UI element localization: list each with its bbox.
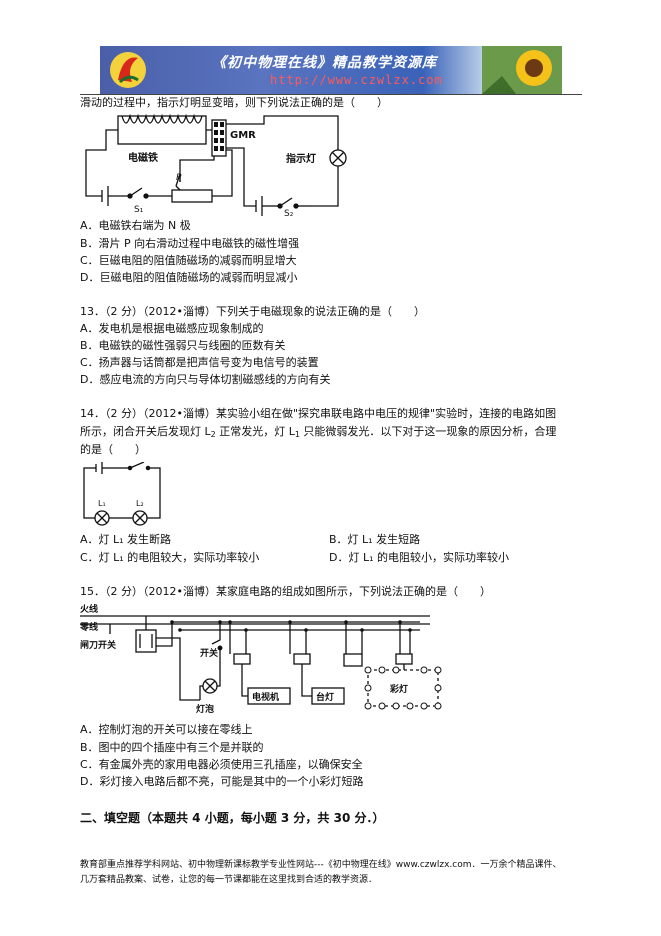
switch-label: 开关 — [200, 647, 218, 659]
gmr-label: GMR — [230, 130, 256, 141]
q15-option-c: C．有金属外壳的家用电器必须使用三孔插座，以确保安全 — [80, 758, 363, 771]
knife-switch-label: 闸刀开关 — [80, 639, 116, 651]
q12-circuit-diagram: GMR 电磁铁 指示灯 P S₁ S₂ — [85, 113, 347, 216]
q12-option-a: A．电磁铁右端为 N 极 — [80, 219, 191, 232]
q12-option-c: C．巨磁电阻的阻值随磁场的减弱而明显增大 — [80, 254, 297, 267]
site-banner: 《初中物理在线》精品教学资源库 http://www.czwlzx.com — [100, 46, 562, 94]
footer-line-1: 教育部重点推荐学科网站、初中物理新课标教学专业性网站---《初中物理在线》www… — [80, 860, 562, 870]
q14-option-a: A．灯 L₁ 发生断路 — [80, 533, 172, 546]
q14-option-c: C．灯 L₁ 的电阻较大，实际功率较小 — [80, 551, 260, 564]
site-logo-icon — [110, 52, 146, 88]
q15-option-a: A．控制灯泡的开关可以接在零线上 — [80, 723, 253, 736]
q14-stem-line1: 14．（2 分）（2012•淄博）某实验小组在做"探究串联电路中电压的规律"实验… — [80, 407, 557, 420]
q15-household-circuit-diagram: 火线 零线 闸刀开关 — [80, 603, 442, 715]
q14-option-d: D．灯 L₁ 的电阻较小，实际功率较小 — [329, 551, 510, 564]
header-rule — [80, 94, 582, 95]
site-url[interactable]: http://www.czwlzx.com — [270, 73, 443, 87]
neutral-wire-label: 零线 — [80, 621, 98, 633]
bulb-label: 灯泡 — [196, 703, 214, 715]
q14-option-b: B．灯 L₁ 发生短路 — [329, 533, 421, 546]
q15-option-d: D．彩灯接入电路后都不亮，可能是其中的一个小彩灯短路 — [80, 775, 364, 788]
q15-stem: 15．（2 分）（2012•淄博）某家庭电路的组成如图所示，下列说法正确的是（ … — [80, 585, 491, 598]
lamp-l2-label: L₂ — [136, 499, 144, 508]
section-fill-in-heading: 二、填空题（本题共 4 小题，每小题 3 分，共 30 分．） — [80, 811, 385, 825]
q13-option-a: A．发电机是根据电磁感应现象制成的 — [80, 322, 264, 335]
site-title: 《初中物理在线》精品教学资源库 — [212, 55, 437, 71]
q14-circuit-diagram: L₁ L₂ — [83, 462, 161, 526]
q12-option-d: D．巨磁电阻的阻值随磁场的减弱而明显减小 — [80, 271, 298, 284]
footer-line-2: 几万套精品教案、试卷，让您的每一节课都能在这里找到合适的教学资源． — [80, 875, 378, 885]
q15-option-b: B．图中的四个插座中有三个是并联的 — [80, 741, 264, 754]
q13-option-d: D．感应电流的方向只与导体切割磁感线的方向有关 — [80, 373, 331, 386]
q13-option-c: C．扬声器与话筒都是把声信号变为电信号的装置 — [80, 356, 319, 369]
sunflower-icon — [482, 46, 562, 94]
switch-s1-label: S₁ — [134, 205, 144, 215]
switch-s2-label: S₂ — [284, 209, 294, 216]
lamp-l1-label: L₁ — [98, 499, 106, 508]
electromagnet-label: 电磁铁 — [128, 151, 158, 164]
q12-stem: 滑动的过程中，指示灯明显变暗，则下列说法正确的是（ ） — [80, 96, 388, 109]
slider-p-label: P — [176, 173, 182, 183]
string-lights-label: 彩灯 — [389, 683, 408, 695]
q12-option-b: B．滑片 P 向右滑动过程中电磁铁的磁性增强 — [80, 237, 300, 250]
live-wire-label: 火线 — [80, 603, 98, 615]
tv-label: 电视机 — [252, 691, 279, 703]
q14-stem-line3: 的是（ ） — [80, 443, 146, 456]
indicator-lamp-label: 指示灯 — [286, 152, 316, 165]
q13-option-b: B．电磁铁的磁性强弱只与线圈的匝数有关 — [80, 339, 286, 352]
q14-stem-line2: 所示，闭合开关后发现灯 L2 正常发光，灯 L1 只能微弱发光．以下对于这一现象… — [80, 425, 557, 439]
desk-lamp-label: 台灯 — [316, 691, 334, 703]
q13-stem: 13．（2 分）（2012•淄博）下列关于电磁现象的说法正确的是（ ） — [80, 305, 425, 318]
